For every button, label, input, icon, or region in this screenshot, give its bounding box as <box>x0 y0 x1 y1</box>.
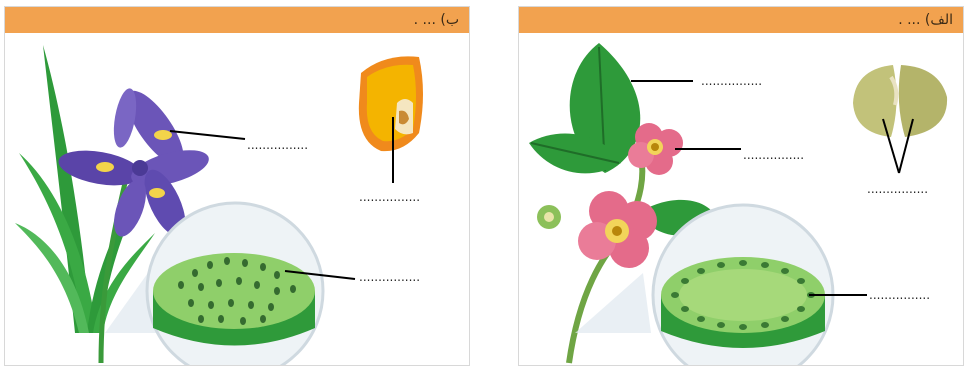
monocot-diagram: ................ ................ ......… <box>5 33 469 365</box>
dicot-seed <box>853 65 947 137</box>
label-line-flower <box>170 131 245 139</box>
dicot-diagram: ................ ................ ......… <box>519 33 963 365</box>
blank-stem: ................ <box>869 288 930 302</box>
monocot-seed <box>359 56 423 151</box>
dicot-bud <box>537 205 561 229</box>
monocot-stem-cross-section <box>105 203 323 365</box>
panel-monocot: ب) ... . <box>4 6 470 366</box>
blank-seed: ................ <box>867 182 928 196</box>
blank-seed: ................ <box>359 190 420 204</box>
panel-title-monocot: ب) ... . <box>5 7 469 33</box>
blank-flower: ................ <box>247 138 308 152</box>
panel-dicot: الف) ... . <box>518 6 964 366</box>
blank-stem: ................ <box>359 270 420 284</box>
blank-flower: ................ <box>743 148 804 162</box>
panel-title-dicot: الف) ... . <box>519 7 963 33</box>
blank-leaf: ................ <box>701 74 762 88</box>
dicot-flower-large <box>578 191 657 268</box>
